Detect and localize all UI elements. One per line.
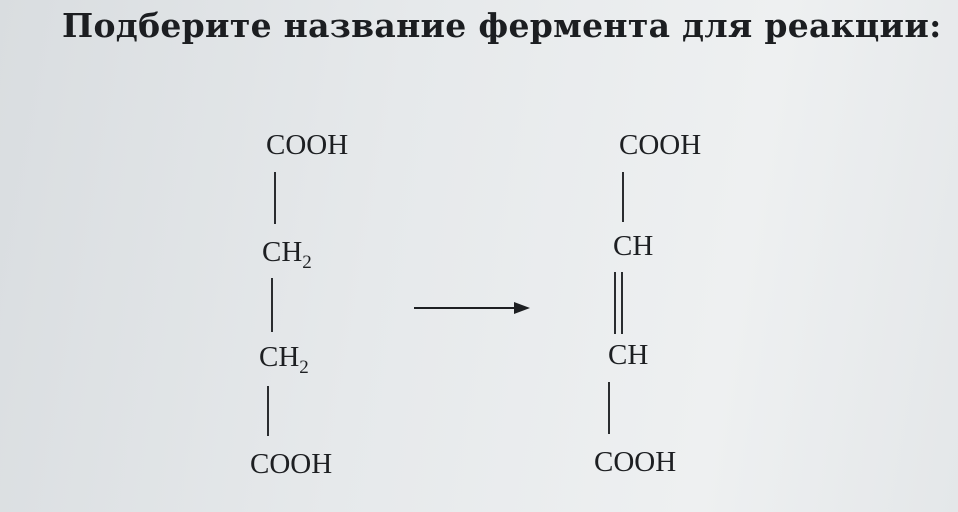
product-single-bond-2 (608, 382, 610, 434)
reaction-arrow-head (514, 302, 530, 314)
product-double-bond-left (614, 272, 616, 334)
product-top-carboxyl: COOH (619, 129, 702, 161)
product-double-bond-right (621, 272, 623, 334)
product-bottom-carboxyl: COOH (594, 446, 677, 478)
reaction-arrow (414, 302, 530, 314)
substrate-ch2-upper-subscript: 2 (302, 252, 312, 273)
substrate-top-carboxyl: COOH (266, 129, 349, 161)
substrate-ch2-lower: CH2 (259, 341, 309, 378)
substrate-single-bond-3 (267, 386, 269, 436)
substrate-single-bond-1 (274, 172, 276, 224)
substrate-ch2-upper: CH2 (262, 236, 312, 273)
substrate-ch2-lower-subscript: 2 (299, 357, 309, 378)
product-ch-lower: CH (608, 339, 649, 371)
product-ch-upper: CH (613, 230, 654, 262)
substrate-bottom-carboxyl: COOH (250, 448, 333, 480)
substrate-single-bond-2 (271, 278, 273, 332)
substrate-ch2-upper-label: CH (262, 236, 303, 268)
page-title: Подберите название фермента для реакции: (62, 6, 942, 45)
substrate-ch2-lower-label: CH (259, 341, 300, 373)
product-single-bond-1 (622, 172, 624, 222)
